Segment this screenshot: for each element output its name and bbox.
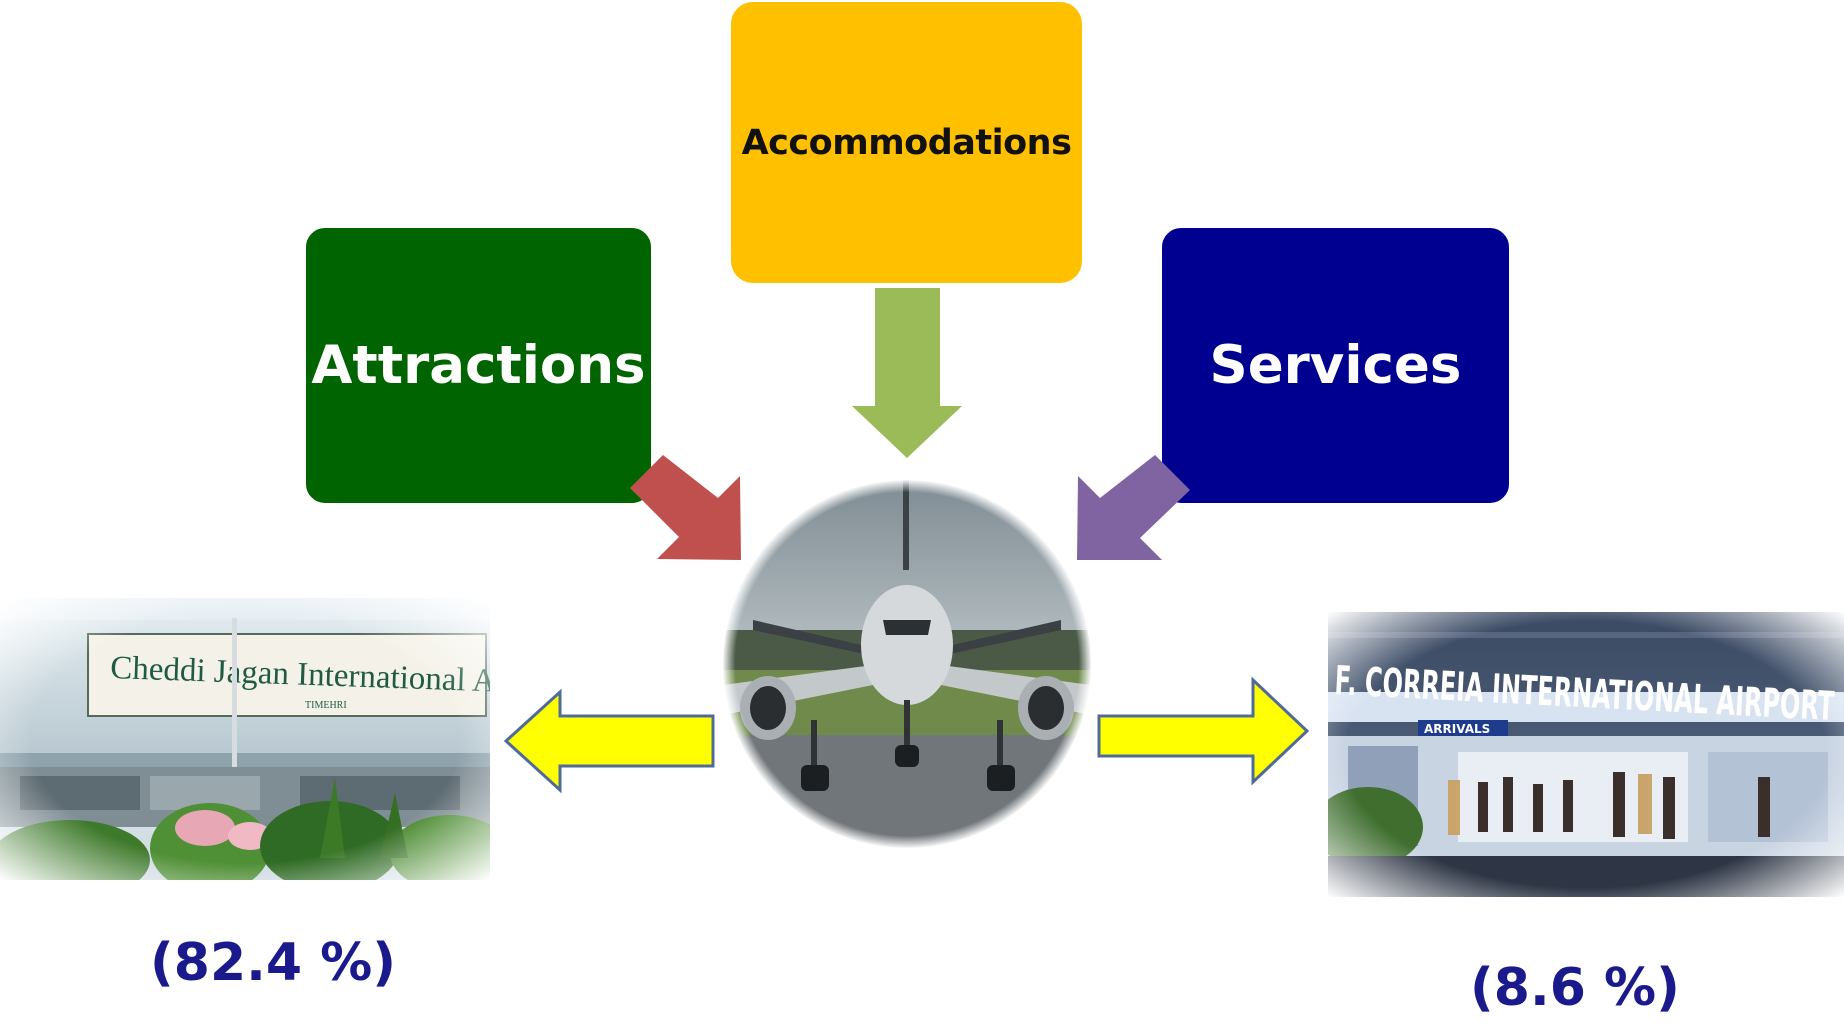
arrow-from-accommodations (852, 288, 962, 458)
arrow-to-correia (1097, 676, 1310, 786)
accommodations-label: Accommodations (741, 122, 1072, 163)
arrow-from-services (1077, 455, 1190, 560)
airplane-photo (723, 480, 1091, 848)
services-label: Services (1209, 335, 1462, 396)
arrow-to-cheddi-jagan (503, 688, 715, 794)
arrow-from-attractions (630, 455, 741, 560)
services-box: Services (1159, 225, 1512, 506)
correia-arrivals-text: ARRIVALS (1424, 722, 1490, 736)
cheddi-jagan-airport-illustration: Cheddi Jagan International Airport TIMEH… (0, 598, 490, 880)
cheddi-jagan-airport-photo: Cheddi Jagan International Airport TIMEH… (0, 598, 490, 880)
cheddi-sign-subtext: TIMEHRI (305, 700, 347, 711)
attractions-label: Attractions (311, 335, 646, 396)
correia-airport-photo: F. CORREIA INTERNATIONAL AIRPORT ARRIVAL… (1328, 612, 1844, 897)
correia-airport-illustration: F. CORREIA INTERNATIONAL AIRPORT ARRIVAL… (1328, 612, 1844, 897)
cheddi-jagan-share: (82.4 %) (150, 933, 397, 993)
attractions-box: Attractions (303, 225, 654, 506)
correia-share: (8.6 %) (1470, 958, 1680, 1018)
accommodations-box: Accommodations (731, 2, 1082, 283)
airplane-illustration (723, 480, 1091, 848)
